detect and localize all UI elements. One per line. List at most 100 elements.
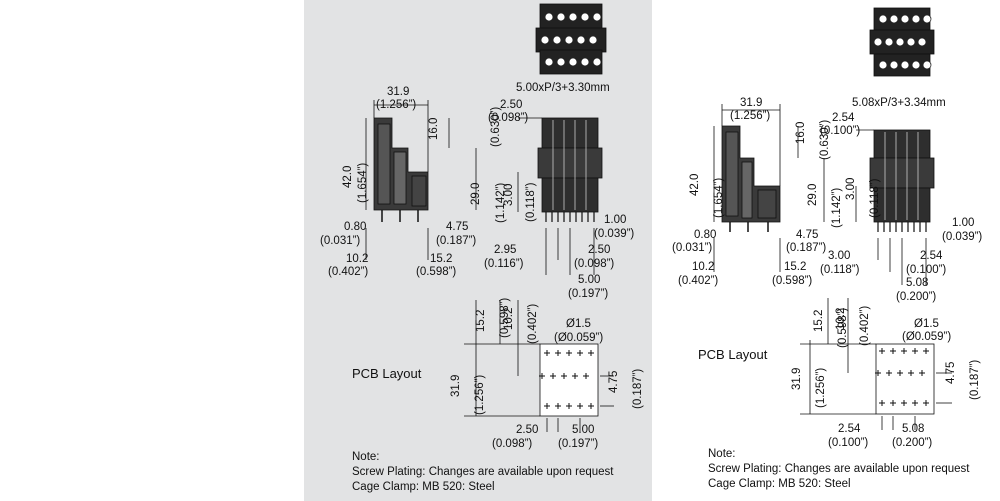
pitch-formula: 5.00xP/3+3.30mm (516, 82, 610, 94)
pcb-v102: 10.2 (835, 308, 847, 330)
dim-gap-300: 3.00 (828, 250, 850, 262)
pcb-layout-drawing (464, 300, 614, 432)
pcb-layout-drawing (800, 298, 952, 430)
dim-pin-080: 0.80 (344, 221, 366, 233)
pcb-v475: 4.75 (608, 371, 620, 393)
dim-gap-300-in: (0.118”) (820, 264, 860, 276)
pcb-h254-in: (0.100”) (828, 437, 868, 449)
dim-pin-100: 1.00 (952, 217, 974, 229)
dim-pin-080-in: (0.031”) (672, 242, 712, 254)
pcb-hole: Ø1.5 (566, 318, 591, 330)
pcb-v102-in: (0.402”) (527, 304, 539, 344)
pcb-h250: 2.50 (516, 424, 538, 436)
pcb-v319-in: (1.256”) (815, 368, 827, 408)
side-view-terminal (373, 117, 429, 222)
pcb-v319: 31.9 (791, 368, 803, 390)
pcb-h500: 5.00 (572, 424, 594, 436)
dim-pin-080-in: (0.031”) (320, 235, 360, 247)
pcb-h508: 5.08 (902, 423, 924, 435)
dim-step-300-in: (0.118”) (525, 182, 537, 222)
dim-pitch-508-in: (0.200”) (896, 291, 936, 303)
dim-pos-152-in: (0.598”) (416, 266, 456, 278)
dim-height-mid-in: (1.142”) (831, 188, 843, 228)
dim-pos-102-in: (0.402”) (328, 266, 368, 278)
pcb-v102: 10.2 (503, 308, 515, 330)
dim-height-total: 42.0 (689, 174, 701, 196)
note-line-1: Screw Plating: Changes are available upo… (352, 466, 614, 478)
pcb-hole-in: (Ø0.059”) (554, 332, 603, 344)
dim-height-total-in: (1.654”) (713, 178, 725, 218)
dim-pitch-half-in: (0.098”) (488, 112, 528, 124)
dim-height-mid-in: (1.142”) (495, 183, 507, 223)
dim-width-a: 31.9 (740, 97, 762, 109)
pcb-v102-in: (0.402”) (859, 306, 871, 346)
dim-height-mid: 29.0 (470, 183, 482, 205)
note-heading: Note: (352, 451, 380, 463)
dim-pitch-half: 2.50 (500, 99, 522, 111)
dim-step-300: 3.00 (845, 178, 857, 200)
top-view-terminal (869, 7, 935, 77)
dim-pos-102: 10.2 (692, 261, 714, 273)
dim-pitch-half-in: (0.100”) (820, 125, 860, 137)
dimension-drawing: 5.00xP/3+3.30mm 31.9 (1.256”) (320, 3, 644, 450)
pcb-v152: 15.2 (813, 310, 825, 332)
dim-height-total: 42.0 (342, 166, 354, 188)
drawing-panel-508mm: 5.08xP/3+3.34mm 31.9 (1.256”) 16.0 (0.63 (652, 0, 1000, 501)
dim-pin-100-in: (0.039”) (942, 231, 982, 243)
pcb-v319: 31.9 (450, 375, 462, 397)
dim-pitch-508: 5.08 (906, 277, 928, 289)
dim-pin-080: 0.80 (694, 229, 716, 241)
dim-step-300: 3.00 (503, 184, 515, 206)
dim-pos-152-in: (0.598”) (772, 275, 812, 287)
dim-pitch-500-in: (0.197”) (568, 288, 608, 300)
dim-pos-102: 10.2 (346, 253, 368, 265)
dim-step-300-in: (0.118”) (869, 178, 881, 218)
dim-pin-100-in: (0.039”) (594, 228, 634, 240)
drawing-panel-5mm: 5.00xP/3+3.30mm 31.9 (1.256”) (304, 0, 652, 501)
dim-pos-152: 15.2 (784, 261, 806, 273)
pcb-v152: 15.2 (475, 310, 487, 332)
pitch-formula: 5.08xP/3+3.34mm (852, 97, 946, 109)
side-view-terminal (721, 125, 781, 232)
note-heading: Note: (708, 448, 736, 460)
pcb-v319-in: (1.256”) (474, 375, 486, 415)
pcb-layout-title: PCB Layout (352, 366, 422, 381)
dim-gap-254-in: (0.100”) (906, 264, 946, 276)
dim-height-top-in: (0.630”) (819, 120, 831, 160)
note-line-2: Cage Clamp: MB 520: Steel (708, 478, 851, 490)
dim-pitch-half: 2.54 (832, 112, 855, 124)
dim-width-a-in: (1.256”) (730, 110, 770, 122)
pcb-hole: Ø1.5 (914, 318, 939, 330)
note-block: Note: Screw Plating: Changes are availab… (352, 450, 613, 495)
dim-height-mid: 29.0 (807, 184, 819, 206)
dim-off-475: 4.75 (796, 229, 818, 241)
pcb-h250-in: (0.098”) (492, 438, 532, 450)
pcb-hole-in: (Ø0.059”) (902, 331, 951, 343)
pcb-h508-in: (0.200”) (892, 437, 932, 449)
pcb-v475-in: (0.187”) (969, 360, 981, 400)
note-line-1: Screw Plating: Changes are available upo… (708, 463, 970, 475)
dim-gap-250: 2.50 (588, 244, 610, 256)
dim-pos-152: 15.2 (430, 253, 452, 265)
pcb-h500-in: (0.197”) (558, 438, 598, 450)
dim-off-475-in: (0.187”) (436, 235, 476, 247)
pcb-v475: 4.75 (945, 362, 957, 384)
top-view-terminal (535, 3, 607, 75)
front-view-terminal (869, 129, 935, 232)
note-line-2: Cage Clamp: MB 520: Steel (352, 481, 495, 493)
dimension-drawing: 5.08xP/3+3.34mm 31.9 (1.256”) 16.0 (0.63 (672, 7, 982, 449)
dim-height-top: 16.0 (428, 118, 440, 140)
dim-height-total-in: (1.654”) (357, 163, 369, 203)
pcb-layout-title: PCB Layout (698, 347, 768, 362)
dim-height-top: 16.0 (795, 122, 807, 144)
dim-height-top-in: (0.630”) (490, 107, 502, 147)
dim-gap-254: 2.54 (920, 250, 943, 262)
dim-pin-100: 1.00 (604, 214, 626, 226)
pcb-v152-in: (0.598”) (837, 308, 849, 348)
dim-pos-102-in: (0.402”) (678, 275, 718, 287)
dim-off-475-in: (0.187”) (786, 242, 826, 254)
dim-off-475: 4.75 (446, 221, 468, 233)
dim-width-a-in: (1.256”) (376, 99, 416, 111)
dim-gap-250-in: (0.098”) (574, 258, 614, 270)
pcb-v152-in: (0.598”) (499, 298, 511, 338)
